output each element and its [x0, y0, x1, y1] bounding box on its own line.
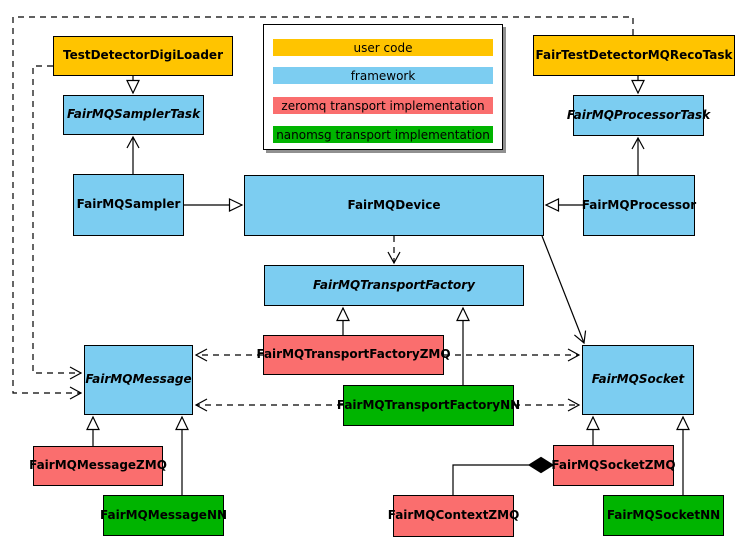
legend-label: zeromq transport implementation — [281, 98, 485, 113]
node-fairmqtransportfactoryzmq: FairMQTransportFactoryZMQ — [256, 335, 451, 375]
node-fairmqsocketnn: FairMQSocketNN — [603, 495, 724, 536]
node-fairmqtransportfactory: FairMQTransportFactory — [264, 265, 524, 306]
node-fairmqdevice: FairMQDevice — [244, 175, 544, 236]
edge-device-socket — [541, 235, 587, 345]
legend-item-nanomsg: nanomsg transport implementation — [273, 126, 493, 143]
legend: user code framework zeromq transport imp… — [263, 24, 503, 150]
node-fairtestdetectormqrecotask: FairTestDetectorMQRecoTask — [533, 35, 735, 76]
legend-label: nanomsg transport implementation — [276, 127, 490, 142]
composition-diamond-icon — [527, 456, 555, 474]
legend-item-zeromq: zeromq transport implementation — [273, 97, 493, 114]
node-fairmqprocessor: FairMQProcessor — [582, 175, 696, 236]
node-fairmqmessage: FairMQMessage — [84, 345, 193, 415]
legend-item-framework: framework — [273, 67, 493, 84]
legend-label: framework — [350, 68, 416, 83]
node-testdetectordigiloader: TestDetectorDigiLoader — [53, 36, 233, 76]
node-fairmqtransportfactorynn: FairMQTransportFactoryNN — [337, 385, 520, 426]
node-fairmqmessagenn: FairMQMessageNN — [100, 495, 227, 536]
node-fairmqmessagezmq: FairMQMessageZMQ — [29, 446, 167, 486]
node-fairmqprocessortask: FairMQProcessorTask — [567, 95, 710, 136]
node-fairmqsamplertask: FairMQSamplerTask — [63, 95, 204, 135]
edge-contextzmq-socketzmq — [452, 464, 529, 495]
node-fairmqsampler: FairMQSampler — [73, 174, 184, 236]
node-fairmqcontextzmq: FairMQContextZMQ — [388, 495, 519, 537]
node-fairmqsocketzmq: FairMQSocketZMQ — [551, 445, 676, 486]
legend-item-user-code: user code — [273, 39, 493, 56]
edge-recotask-message — [12, 16, 634, 400]
legend-label: user code — [353, 40, 413, 55]
node-fairmqsocket: FairMQSocket — [582, 345, 694, 415]
